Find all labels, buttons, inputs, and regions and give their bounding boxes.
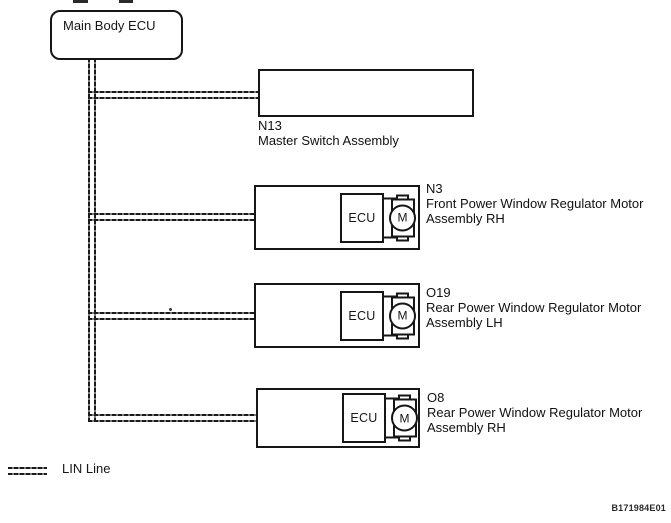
ecu-label: ECU xyxy=(350,411,378,425)
motor-circle: M xyxy=(389,302,416,329)
node-code: O19 xyxy=(426,285,451,300)
scan-artifact-dot xyxy=(169,308,172,311)
node-name: Assembly RH xyxy=(427,420,506,435)
legend-label: LIN Line xyxy=(62,461,111,476)
motor-wire-bottom xyxy=(384,236,402,238)
node-name: Front Power Window Regulator Motor xyxy=(426,196,644,211)
ecu-box: ECU xyxy=(342,393,386,443)
motor-symbol: M xyxy=(386,394,422,442)
node-box-o8: ECU M xyxy=(256,388,420,448)
node-code: N3 xyxy=(426,181,443,196)
motor-label: M xyxy=(397,210,408,225)
motor-symbol: M xyxy=(384,194,420,241)
motor-circle: M xyxy=(389,204,416,231)
lin-branch-n13 xyxy=(88,91,258,99)
lin-trunk-line xyxy=(88,60,96,422)
node-label-o8: O8 Rear Power Window Regulator Motor Ass… xyxy=(427,390,642,435)
lin-branch-o8 xyxy=(88,414,256,422)
motor-wire-bottom xyxy=(384,334,402,336)
node-box-o19: ECU M xyxy=(254,283,420,348)
ecu-box: ECU xyxy=(340,290,384,341)
node-name: Master Switch Assembly xyxy=(258,133,399,148)
scan-artifact xyxy=(73,0,88,3)
node-name: Assembly RH xyxy=(426,211,505,226)
node-code: O8 xyxy=(427,390,445,405)
legend-lin-line-sample xyxy=(8,467,47,475)
motor-symbol: M xyxy=(384,292,420,339)
scan-artifact xyxy=(119,0,133,3)
node-name: Assembly LH xyxy=(426,315,503,330)
lin-branch-n3 xyxy=(88,213,254,221)
node-box-n13 xyxy=(258,69,474,117)
ecu-label: ECU xyxy=(348,210,376,225)
main-body-ecu-node: Main Body ECU xyxy=(50,10,183,60)
ecu-label: ECU xyxy=(348,308,376,323)
lin-branch-o19 xyxy=(88,312,254,320)
motor-label: M xyxy=(399,411,410,425)
figure-code: B171984E01 xyxy=(611,503,666,513)
main-body-ecu-label: Main Body ECU xyxy=(63,18,156,33)
node-name: Rear Power Window Regulator Motor xyxy=(427,405,643,420)
node-code: N13 xyxy=(258,118,282,133)
motor-circle: M xyxy=(391,404,418,432)
node-name: Rear Power Window Regulator Motor xyxy=(426,300,642,315)
node-label-n3: N3 Front Power Window Regulator Motor As… xyxy=(426,181,643,226)
ecu-box: ECU xyxy=(340,192,384,243)
node-label-o19: O19 Rear Power Window Regulator Motor As… xyxy=(426,285,641,330)
motor-wire-bottom xyxy=(386,436,404,439)
motor-label: M xyxy=(397,308,408,323)
node-box-n3: ECU M xyxy=(254,185,420,250)
node-label-n13: N13 Master Switch Assembly xyxy=(258,118,399,148)
